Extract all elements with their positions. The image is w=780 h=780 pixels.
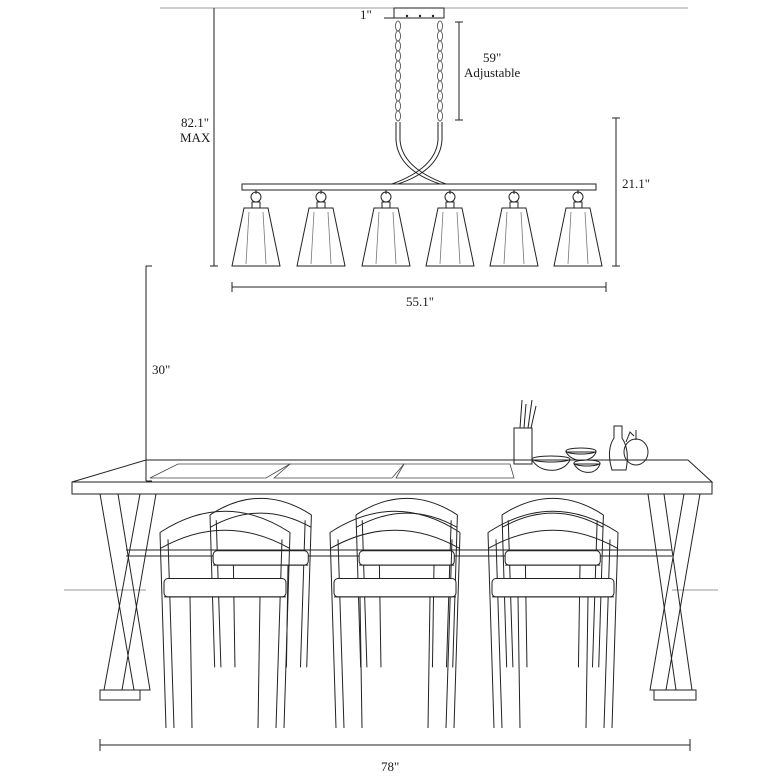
canopy-height-label: 1"	[360, 7, 372, 22]
left-chain	[395, 20, 401, 122]
dining-table	[71, 459, 714, 701]
placemat	[149, 463, 292, 479]
chair	[329, 510, 461, 729]
placemat	[395, 463, 515, 479]
chain-note-label: Adjustable	[464, 65, 521, 80]
vase	[608, 425, 628, 471]
fixture-bar	[241, 183, 597, 191]
fixture-width-label: 55.1"	[406, 294, 434, 309]
chain-length-label: 59"	[483, 50, 501, 65]
teapot	[623, 438, 649, 466]
tableware	[513, 399, 649, 473]
left-arm	[395, 122, 441, 185]
bowl	[531, 459, 571, 471]
right-arm	[397, 122, 443, 185]
canopy	[393, 7, 445, 19]
shade	[489, 190, 539, 267]
max-height-label: 82.1"	[181, 115, 209, 130]
placemat	[272, 463, 405, 479]
chandelier	[231, 7, 603, 267]
chair	[159, 510, 291, 729]
fixture-height-label: 21.1"	[622, 176, 650, 191]
chairs	[159, 497, 619, 729]
shade	[425, 190, 475, 267]
chair	[487, 510, 619, 729]
utensil-cup	[513, 427, 533, 465]
shade	[361, 190, 411, 267]
shades	[231, 190, 603, 267]
right-chain	[437, 20, 443, 122]
shade	[231, 190, 281, 267]
table-length-label: 78"	[381, 759, 399, 774]
shade	[296, 190, 346, 267]
max-note-label: MAX	[180, 130, 211, 145]
bowl	[573, 463, 601, 473]
shade	[553, 190, 603, 267]
table-top	[71, 459, 714, 483]
table-clearance-label: 30"	[152, 362, 170, 377]
